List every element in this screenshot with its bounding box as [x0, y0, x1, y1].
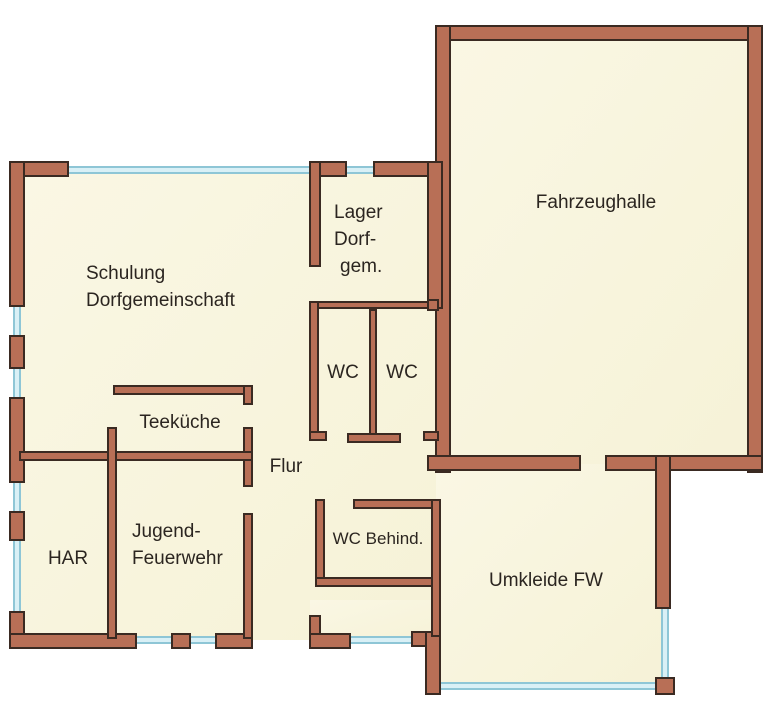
- label-schulung: Schulung Dorfgemeinschaft: [86, 263, 236, 311]
- wall-har-top: [19, 451, 253, 461]
- wall-wcb-right: [431, 499, 441, 637]
- window-left-1: [13, 304, 21, 338]
- wall-wc-bottom-left: [309, 431, 327, 441]
- wall-halle-bottom-right: [605, 455, 763, 471]
- window-bottom-umkleide: [439, 682, 661, 690]
- wall-lager-right: [427, 161, 443, 309]
- label-wc-1: WC: [327, 362, 359, 383]
- window-top-left: [65, 166, 311, 174]
- label-schulung-line-1: Schulung: [86, 263, 165, 284]
- window-top-lager: [343, 166, 375, 174]
- window-bottom-2: [187, 636, 219, 644]
- wall-umkleide-corner: [655, 677, 675, 695]
- label-har: HAR: [48, 548, 88, 569]
- label-wc-behind: WC Behind.: [333, 529, 424, 548]
- wall-wc-divider: [369, 309, 377, 441]
- wall-left-upper: [9, 161, 25, 307]
- wall-bottom-right-left: [309, 633, 351, 649]
- label-lager-line-1: Lager: [334, 202, 383, 223]
- wall-left-middle: [9, 397, 25, 483]
- label-jugend-line-1: Jugend-: [132, 521, 201, 542]
- wall-bottom-left: [9, 633, 137, 649]
- wall-left-pillar-1: [9, 335, 25, 369]
- window-left-3: [13, 481, 21, 513]
- wall-jugend-right: [243, 513, 253, 639]
- wall-wc-top: [309, 301, 437, 309]
- label-wc-2: WC: [386, 362, 418, 383]
- wall-teekueche-counter: [113, 385, 253, 395]
- label-flur: Flur: [270, 456, 303, 477]
- walls: [9, 25, 763, 695]
- label-jugend-line-2: Feuerwehr: [132, 548, 223, 569]
- window-bottom-3: [349, 636, 413, 644]
- wall-umkleide-left: [425, 631, 441, 695]
- wall-har-right: [107, 427, 117, 639]
- wall-wc-top-right: [427, 299, 439, 311]
- wall-wc-bottom: [347, 433, 401, 443]
- wall-wcb-left: [315, 499, 325, 585]
- wall-bottom-pillar: [171, 633, 191, 649]
- wall-wcb-top: [353, 499, 439, 509]
- wall-left-pillar-2: [9, 511, 25, 541]
- wall-halle-right: [747, 25, 763, 473]
- label-teekueche: Teeküche: [139, 412, 220, 433]
- label-lager: Lager Dorf- gem.: [334, 202, 388, 277]
- label-umkleide: Umkleide FW: [489, 570, 603, 591]
- window-right-umkleide: [661, 607, 669, 681]
- room-labels: Schulung Dorfgemeinschaft Lager Dorf- ge…: [48, 192, 656, 591]
- wall-umkleide-right: [655, 455, 671, 609]
- label-lager-line-3: gem.: [340, 256, 382, 277]
- label-fahrzeughalle: Fahrzeughalle: [536, 192, 656, 213]
- wall-teekueche-counter-end: [243, 385, 253, 405]
- wall-wcb-bottom: [315, 577, 439, 587]
- window-left-4: [13, 539, 21, 613]
- floor-area: [18, 34, 756, 686]
- label-lager-line-2: Dorf-: [334, 229, 376, 250]
- window-bottom-1: [135, 636, 175, 644]
- label-schulung-line-2: Dorfgemeinschaft: [86, 290, 236, 311]
- wall-halle-bottom-left: [427, 455, 581, 471]
- label-jugend: Jugend- Feuerwehr: [132, 521, 223, 569]
- wall-wc-bottom-right: [423, 431, 439, 441]
- window-left-2: [13, 365, 21, 401]
- wall-halle-top: [435, 25, 763, 41]
- wall-lager-left: [309, 161, 321, 267]
- wall-wc-left: [309, 301, 319, 441]
